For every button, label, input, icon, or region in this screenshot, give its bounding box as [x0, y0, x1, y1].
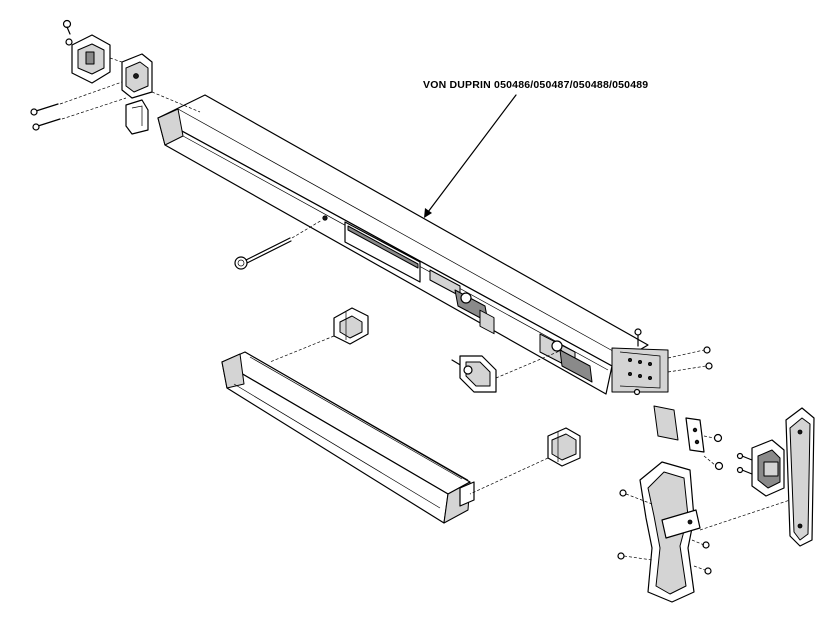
- main-rail: [157, 94, 669, 395]
- lever-trim: [639, 461, 701, 603]
- push-bar-bracket-upper: [333, 307, 369, 345]
- screw-icon: [633, 328, 713, 396]
- right-end-cover: [653, 405, 679, 441]
- right-end-bracket: [685, 417, 705, 453]
- left-end-bracket: [121, 53, 153, 99]
- part-number-label: VON DUPRIN 050486/050487/050488/050489: [423, 79, 648, 91]
- mount-plate-holes: [628, 357, 653, 380]
- push-bar-bracket-lower: [547, 427, 581, 467]
- center-actuator: [451, 355, 497, 393]
- screw-icon: [30, 19, 73, 131]
- left-clip: [125, 99, 149, 135]
- screw-icon: [617, 489, 712, 575]
- screw-icon: [713, 433, 724, 471]
- hex-key-icon: [234, 237, 292, 270]
- latch-assembly: [736, 407, 815, 547]
- push-bar: [221, 351, 475, 524]
- leader-arrow: [424, 94, 517, 218]
- left-end-cap: [71, 34, 111, 84]
